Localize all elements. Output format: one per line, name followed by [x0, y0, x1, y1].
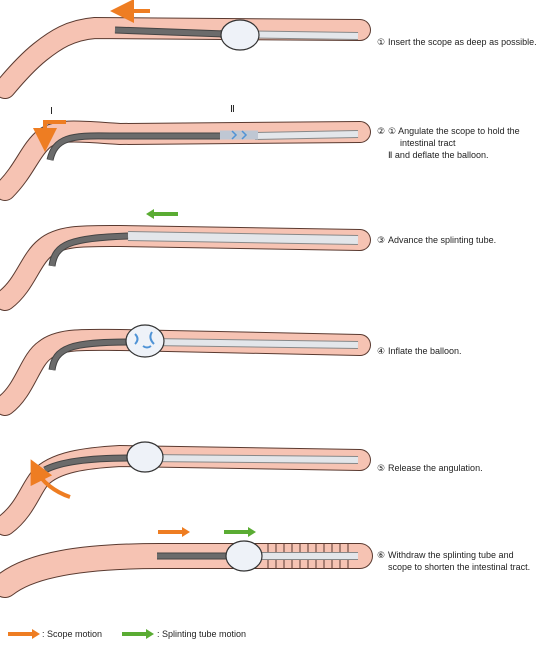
step-1-illustration — [0, 0, 371, 99]
marker-two: Ⅱ — [230, 104, 235, 115]
angulation-arrow — [33, 120, 66, 152]
release-arrow — [30, 459, 71, 499]
legend-tube-motion: : Splinting tube motion — [157, 629, 247, 639]
balloon — [220, 19, 260, 51]
legend-arrows — [8, 629, 154, 639]
balloon — [126, 441, 164, 473]
step-6-illustration — [0, 527, 373, 598]
step-4-illustration — [0, 324, 371, 416]
step-2-illustration — [0, 120, 371, 201]
balloon — [225, 540, 263, 572]
step-5-illustration — [0, 441, 371, 536]
legend-scope-motion: : Scope motion — [42, 629, 103, 639]
step-3-illustration — [0, 209, 371, 311]
inflated-balloon — [125, 324, 165, 358]
marker-one: Ⅰ — [50, 106, 53, 117]
